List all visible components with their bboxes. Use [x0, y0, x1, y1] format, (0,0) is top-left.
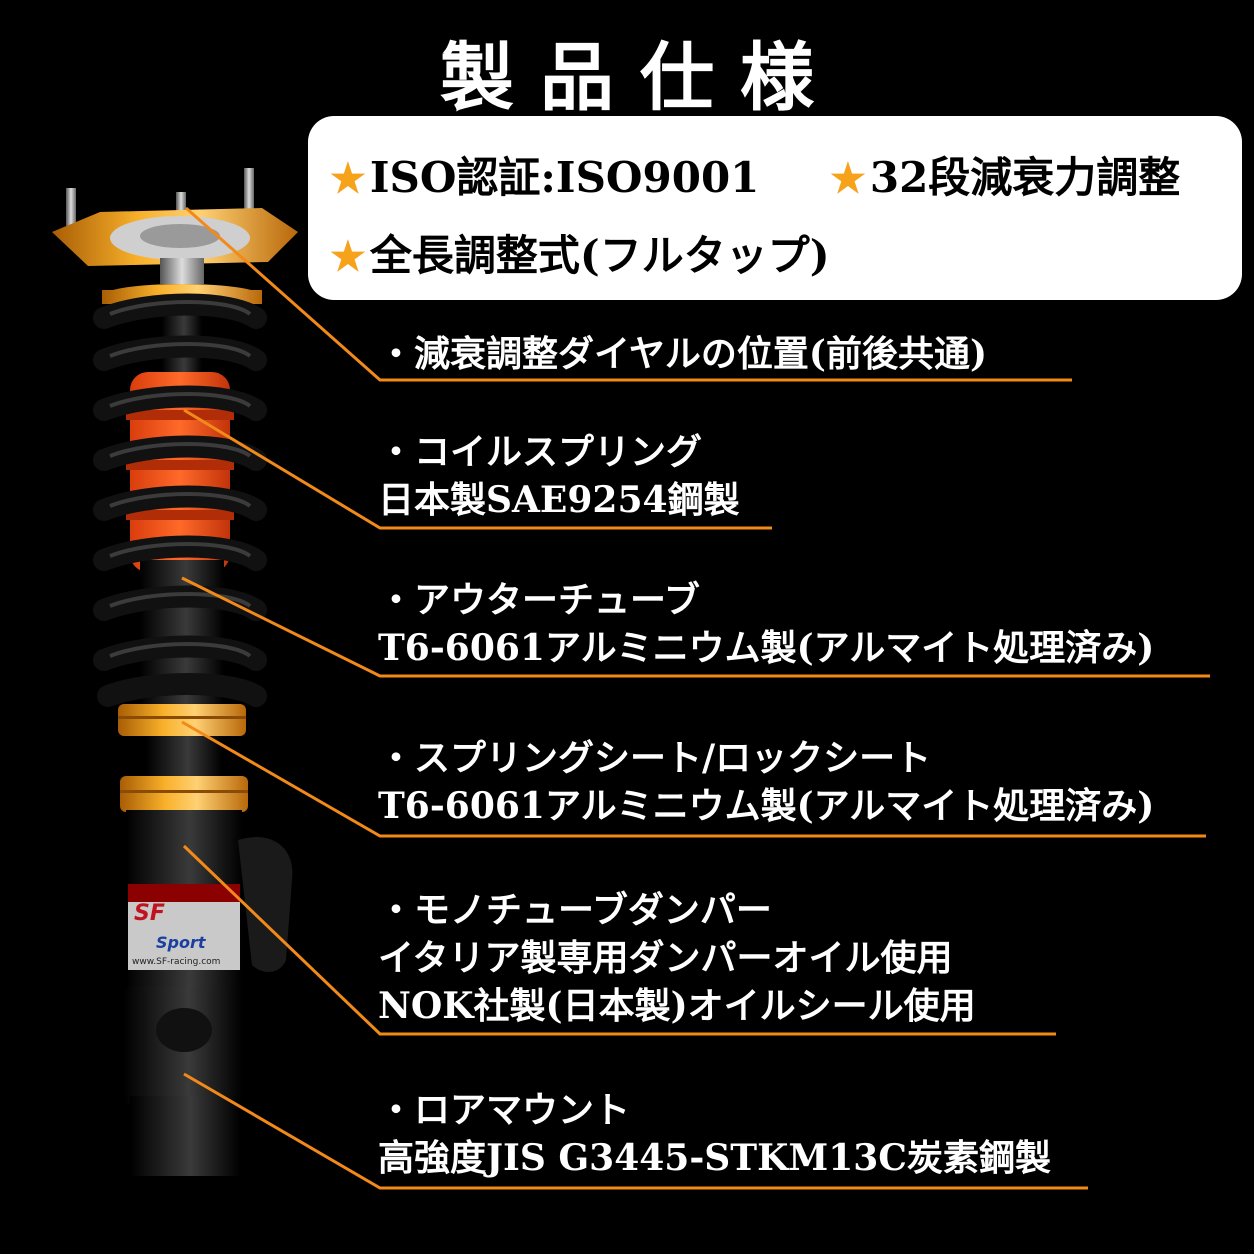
callout-line: ・減衰調整ダイヤルの位置(前後共通): [378, 333, 987, 375]
page-title: 製品仕様: [440, 35, 840, 121]
spec-box: ★ISO認証:ISO9001 ★32段減衰力調整 ★全長調整式(フルタップ): [308, 116, 1242, 300]
callout-line: イタリア製専用ダンパーオイル使用: [378, 937, 953, 979]
spec-full-tap-text: 全長調整式(フルタップ): [369, 231, 830, 280]
product-label: SF Sport www.SF-racing.com: [128, 884, 240, 970]
callout-line: T6-6061アルミニウム製(アルマイト処理済み): [378, 785, 1155, 827]
lock-seat: [120, 776, 248, 812]
callout-line: ・アウターチューブ: [378, 579, 700, 621]
star-icon: ★: [830, 155, 866, 202]
lower-mount: [124, 986, 242, 1176]
callout-coil-spring: ・コイルスプリング 日本製SAE9254鋼製: [378, 428, 740, 524]
leader-line-damper-dial: [185, 206, 1072, 382]
spec-iso-text: ISO認証:ISO9001: [369, 153, 760, 202]
star-icon: ★: [330, 155, 366, 202]
callout-damper-dial: ・減衰調整ダイヤルの位置(前後共通): [378, 330, 987, 378]
callout-line: 高強度JIS G3445-STKM13C炭素鋼製: [378, 1137, 1051, 1179]
label-model: Sport: [156, 933, 207, 952]
threaded-body: [146, 736, 222, 780]
spec-damping-text: 32段減衰力調整: [869, 153, 1181, 202]
leader-line-coil-spring: [183, 408, 772, 530]
spec-item-full-tap: ★全長調整式(フルタップ): [330, 222, 830, 283]
callout-line: NOK社製(日本製)オイルシール使用: [378, 985, 976, 1027]
spec-item-iso: ★ISO認証:ISO9001: [330, 144, 759, 205]
callout-outer-tube: ・アウターチューブ T6-6061アルミニウム製(アルマイト処理済み): [378, 576, 1154, 672]
leader-line-spring-seat: [181, 720, 1206, 838]
spring-seat: [118, 704, 246, 736]
spec-item-damping: ★32段減衰力調整: [830, 144, 1180, 205]
coil-spring-highlight: [109, 300, 252, 658]
mount-studs: [66, 168, 254, 230]
callout-line: 日本製SAE9254鋼製: [378, 479, 740, 521]
callout-lower-mount: ・ロアマウント 高強度JIS G3445-STKM13C炭素鋼製: [378, 1086, 1051, 1182]
callout-line: ・ロアマウント: [378, 1089, 631, 1131]
leader-line-outer-tube: [181, 576, 1210, 678]
callout-monotube-damper: ・モノチューブダンパー イタリア製専用ダンパーオイル使用 NOK社製(日本製)オ…: [378, 886, 976, 1030]
leader-line-lower-mount: [183, 1072, 1088, 1190]
star-icon: ★: [330, 233, 366, 280]
callout-spring-seat: ・スプリングシート/ロックシート T6-6061アルミニウム製(アルマイト処理済…: [378, 734, 1154, 830]
label-url: www.SF-racing.com: [132, 957, 220, 967]
label-brand: SF: [134, 901, 165, 926]
callout-line: ・コイルスプリング: [378, 431, 703, 473]
callout-line: T6-6061アルミニウム製(アルマイト処理済み): [378, 627, 1155, 669]
leader-line-damper: [182, 844, 1056, 1036]
callout-line: ・スプリングシート/ロックシート: [378, 737, 932, 779]
callout-line: ・モノチューブダンパー: [378, 889, 772, 931]
